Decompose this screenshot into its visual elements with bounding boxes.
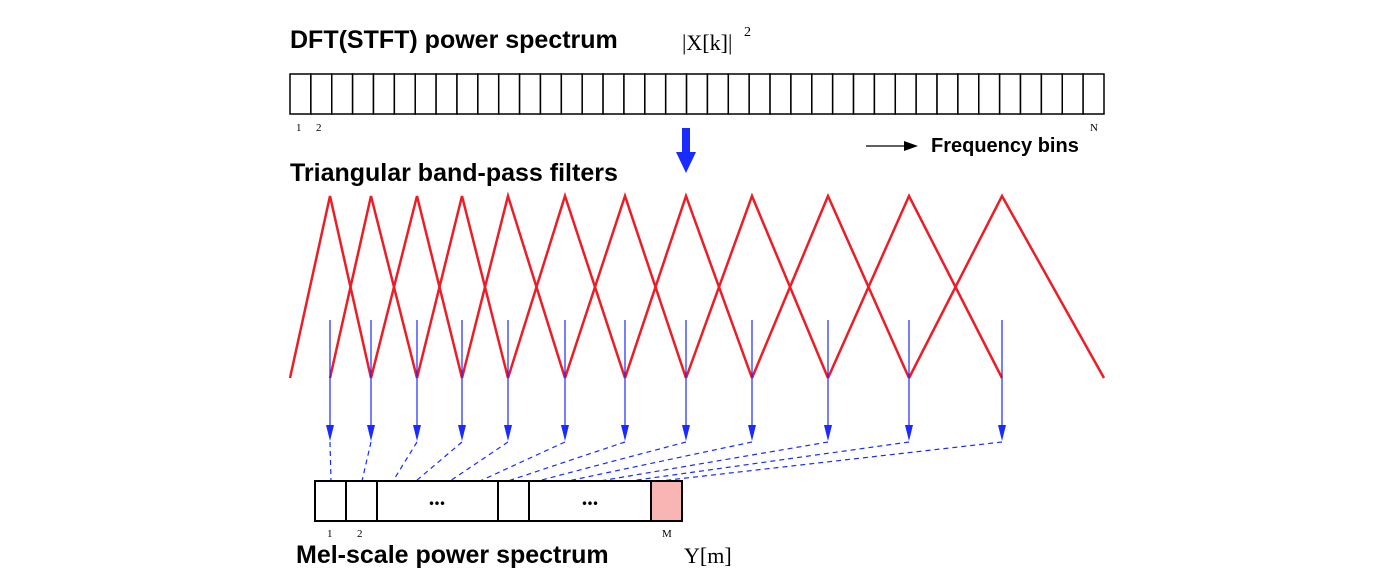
frequency-bins-label: Frequency bins xyxy=(931,135,1079,157)
dft-bin-label-1: 1 xyxy=(296,122,302,134)
triangular-filter xyxy=(288,195,373,379)
dft-bin xyxy=(685,73,709,115)
mapping-dashed-line xyxy=(567,441,753,482)
dft-bin xyxy=(497,73,521,115)
arrow-head-icon xyxy=(504,425,512,441)
triangular-filter xyxy=(750,192,911,379)
down-arrow-icon xyxy=(676,152,696,173)
dft-bin xyxy=(414,73,437,115)
dft-bin xyxy=(477,73,500,115)
triangular-filter xyxy=(369,195,464,379)
triangular-filter xyxy=(907,193,1106,379)
mel-bin-label-1: 1 xyxy=(327,528,333,540)
dft-bin xyxy=(957,73,980,115)
mel-bin-m-highlight xyxy=(651,481,682,521)
mapping-dashed-line xyxy=(537,441,687,482)
dft-bin xyxy=(456,73,479,115)
mapping-dashed-line xyxy=(392,441,418,482)
dft-bin xyxy=(289,73,312,115)
dft-formula: |X[k]| xyxy=(682,30,732,55)
arrow-head-icon xyxy=(413,425,421,441)
dft-bin xyxy=(1082,73,1105,115)
mel-bin-label-2: 2 xyxy=(357,528,363,540)
mapping-dashed-line xyxy=(479,441,566,482)
dft-bins-bar xyxy=(289,73,1105,115)
mel-ellipsis-1: ... xyxy=(429,485,446,510)
dft-bin xyxy=(393,73,416,115)
dft-bin xyxy=(623,73,646,115)
dft-bin xyxy=(706,73,730,115)
mapping-dashed-line xyxy=(415,441,463,482)
dft-bin xyxy=(998,73,1022,115)
arrow-head-icon xyxy=(748,425,756,441)
mel-title: Mel-scale power spectrum xyxy=(296,541,609,569)
dft-bin xyxy=(518,73,542,115)
dft-bin xyxy=(748,73,771,115)
dft-bin xyxy=(664,73,688,115)
triangular-filter xyxy=(826,193,1004,379)
dft-bin xyxy=(790,73,813,115)
arrow-head-icon xyxy=(824,425,832,441)
dft-bin xyxy=(560,73,583,115)
triangular-filters xyxy=(288,191,1106,379)
dft-bin-label-2: 2 xyxy=(316,122,322,134)
triangular-filter xyxy=(684,192,830,379)
filter-output-arrows xyxy=(326,320,1006,482)
mel-formula: Y[m] xyxy=(684,543,732,568)
dft-formula-exponent: 2 xyxy=(744,25,751,40)
triangular-filter xyxy=(328,195,419,379)
dft-bin xyxy=(1019,73,1043,115)
dft-bin xyxy=(727,73,750,115)
arrow-head-icon xyxy=(621,425,629,441)
arrow-head-icon xyxy=(326,425,334,441)
mapping-dashed-line xyxy=(599,441,829,482)
dft-bin xyxy=(936,73,959,115)
mapping-dashed-line xyxy=(361,441,372,482)
dft-bin xyxy=(539,73,563,115)
dft-bin xyxy=(372,73,396,115)
mapping-dashed-line xyxy=(329,441,332,482)
dft-bin xyxy=(978,73,1001,115)
arrow-head-icon xyxy=(998,425,1006,441)
dft-bin xyxy=(1040,73,1064,115)
dft-bin-label-n: N xyxy=(1090,122,1098,134)
triangular-filter xyxy=(623,192,754,379)
dft-title: DFT(STFT) power spectrum xyxy=(290,26,618,54)
dft-bin xyxy=(435,73,458,115)
arrow-head-icon xyxy=(561,425,569,441)
mel-bins-bar: ... ... xyxy=(314,480,683,522)
dft-bin xyxy=(894,73,917,115)
arrow-head-icon xyxy=(682,425,690,441)
frequency-arrow-head-icon xyxy=(904,141,918,151)
dft-bin xyxy=(330,73,354,115)
dft-bin xyxy=(915,73,938,115)
filters-title: Triangular band-pass filters xyxy=(290,159,618,187)
dft-bin xyxy=(644,73,667,115)
mapping-dashed-line xyxy=(507,441,626,482)
dft-bin xyxy=(873,73,897,115)
dft-bin xyxy=(310,73,333,115)
dft-bin xyxy=(769,73,792,115)
dft-bin xyxy=(831,73,855,115)
dft-bin xyxy=(1061,73,1084,115)
mel-bin-label-m: M xyxy=(662,528,672,540)
triangular-filter xyxy=(415,195,510,379)
down-arrow-shaft xyxy=(682,128,690,154)
dft-bin xyxy=(852,73,876,115)
dft-bin xyxy=(351,73,375,115)
arrow-head-icon xyxy=(367,425,375,441)
triangular-filter xyxy=(506,191,627,379)
mapping-dashed-line xyxy=(629,441,910,482)
mapping-dashed-line xyxy=(659,441,1003,482)
mel-ellipsis-2: ... xyxy=(582,485,599,510)
triangular-filter xyxy=(460,191,567,379)
arrow-head-icon xyxy=(905,425,913,441)
dft-bin xyxy=(811,73,834,115)
dft-bin xyxy=(602,73,625,115)
mapping-dashed-line xyxy=(449,441,509,482)
triangular-filter xyxy=(563,192,688,379)
dft-bin xyxy=(581,73,604,115)
arrow-head-icon xyxy=(458,425,466,441)
